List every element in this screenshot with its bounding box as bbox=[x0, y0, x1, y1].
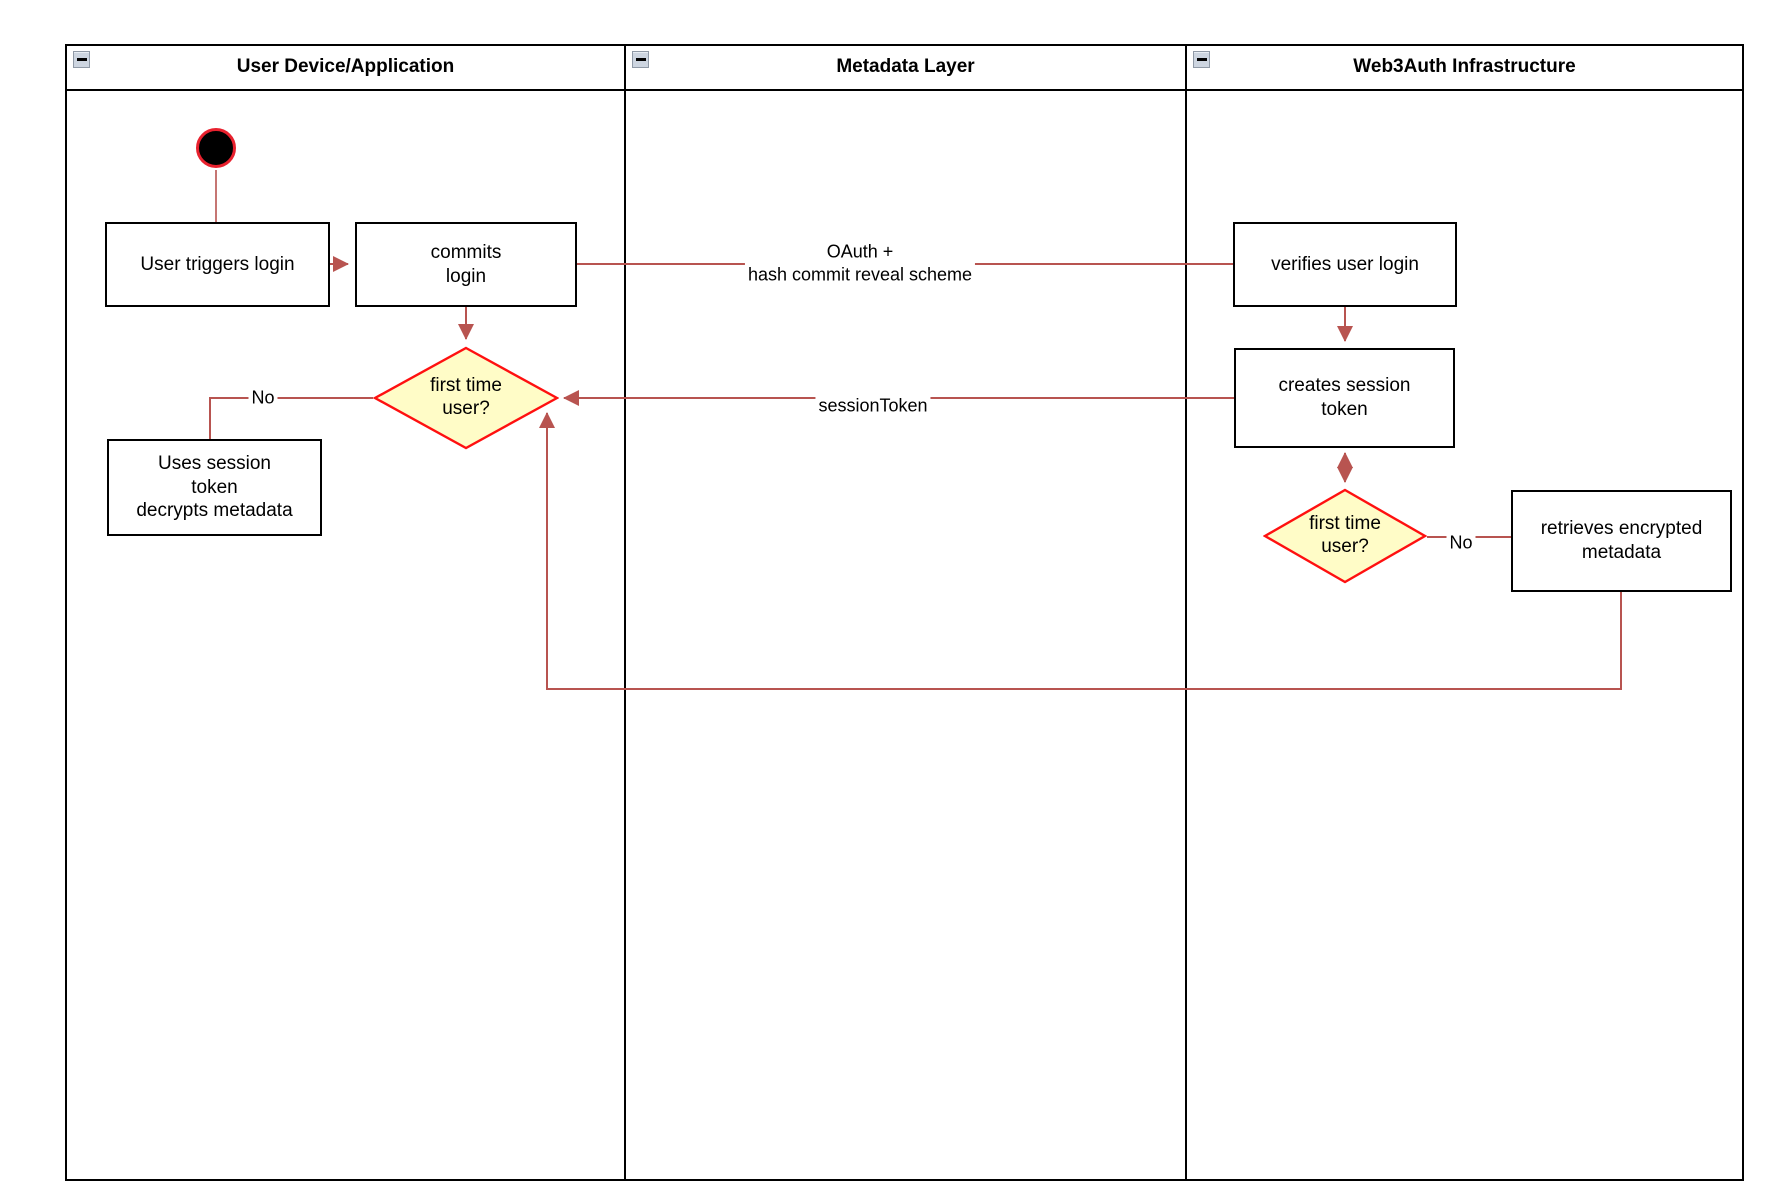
action-uses-session-token[interactable]: Uses session token decrypts metadata bbox=[107, 439, 322, 536]
lane-title-metadata-layer: Metadata Layer bbox=[836, 55, 975, 77]
minus-glyph bbox=[635, 58, 646, 61]
action-label: retrieves encrypted metadata bbox=[1540, 518, 1703, 563]
lane-header-metadata-layer[interactable]: Metadata Layer bbox=[626, 44, 1185, 91]
lane-title-web3auth: Web3Auth Infrastructure bbox=[1353, 55, 1576, 77]
collapse-icon[interactable] bbox=[1193, 51, 1210, 68]
start-node[interactable] bbox=[196, 128, 236, 168]
edge-label-session-token[interactable]: sessionToken bbox=[815, 394, 931, 418]
action-label: creates session token bbox=[1278, 375, 1411, 420]
diamond-shape bbox=[373, 346, 559, 450]
edge-label-oauth[interactable]: OAuth + hash commit reveal scheme bbox=[744, 240, 976, 288]
decision-label: first time user? bbox=[430, 375, 502, 419]
decision-first-time-user-1[interactable]: first time user? bbox=[373, 346, 559, 450]
action-verifies-user-login[interactable]: verifies user login bbox=[1233, 222, 1457, 307]
lane-header-web3auth[interactable]: Web3Auth Infrastructure bbox=[1187, 44, 1742, 91]
edge-label-no-2[interactable]: No bbox=[1446, 531, 1476, 555]
collapse-icon[interactable] bbox=[632, 51, 649, 68]
lane-title-user-device: User Device/Application bbox=[236, 55, 455, 77]
swimlane-pool bbox=[65, 44, 1744, 1181]
minus-glyph bbox=[1196, 58, 1207, 61]
edge-label-no-1[interactable]: No bbox=[248, 386, 278, 410]
action-label: verifies user login bbox=[1271, 253, 1419, 275]
action-commits-login[interactable]: commits login bbox=[355, 222, 577, 307]
decision-label: first time user? bbox=[1309, 513, 1381, 557]
action-label: commits login bbox=[430, 241, 502, 287]
action-retrieves-encrypted-metadata[interactable]: retrieves encrypted metadata bbox=[1511, 490, 1732, 592]
minus-glyph bbox=[76, 58, 87, 61]
lane-divider-2 bbox=[1185, 44, 1187, 1181]
collapse-icon[interactable] bbox=[73, 51, 90, 68]
action-creates-session-token[interactable]: creates session token bbox=[1234, 348, 1455, 448]
decision-first-time-user-2[interactable]: first time user? bbox=[1263, 488, 1427, 584]
action-label: User triggers login bbox=[140, 253, 295, 275]
action-user-triggers-login[interactable]: User triggers login bbox=[105, 222, 330, 307]
lane-header-user-device[interactable]: User Device/Application bbox=[67, 44, 624, 91]
action-label: Uses session token decrypts metadata bbox=[136, 452, 293, 522]
lane-divider-1 bbox=[624, 44, 626, 1181]
